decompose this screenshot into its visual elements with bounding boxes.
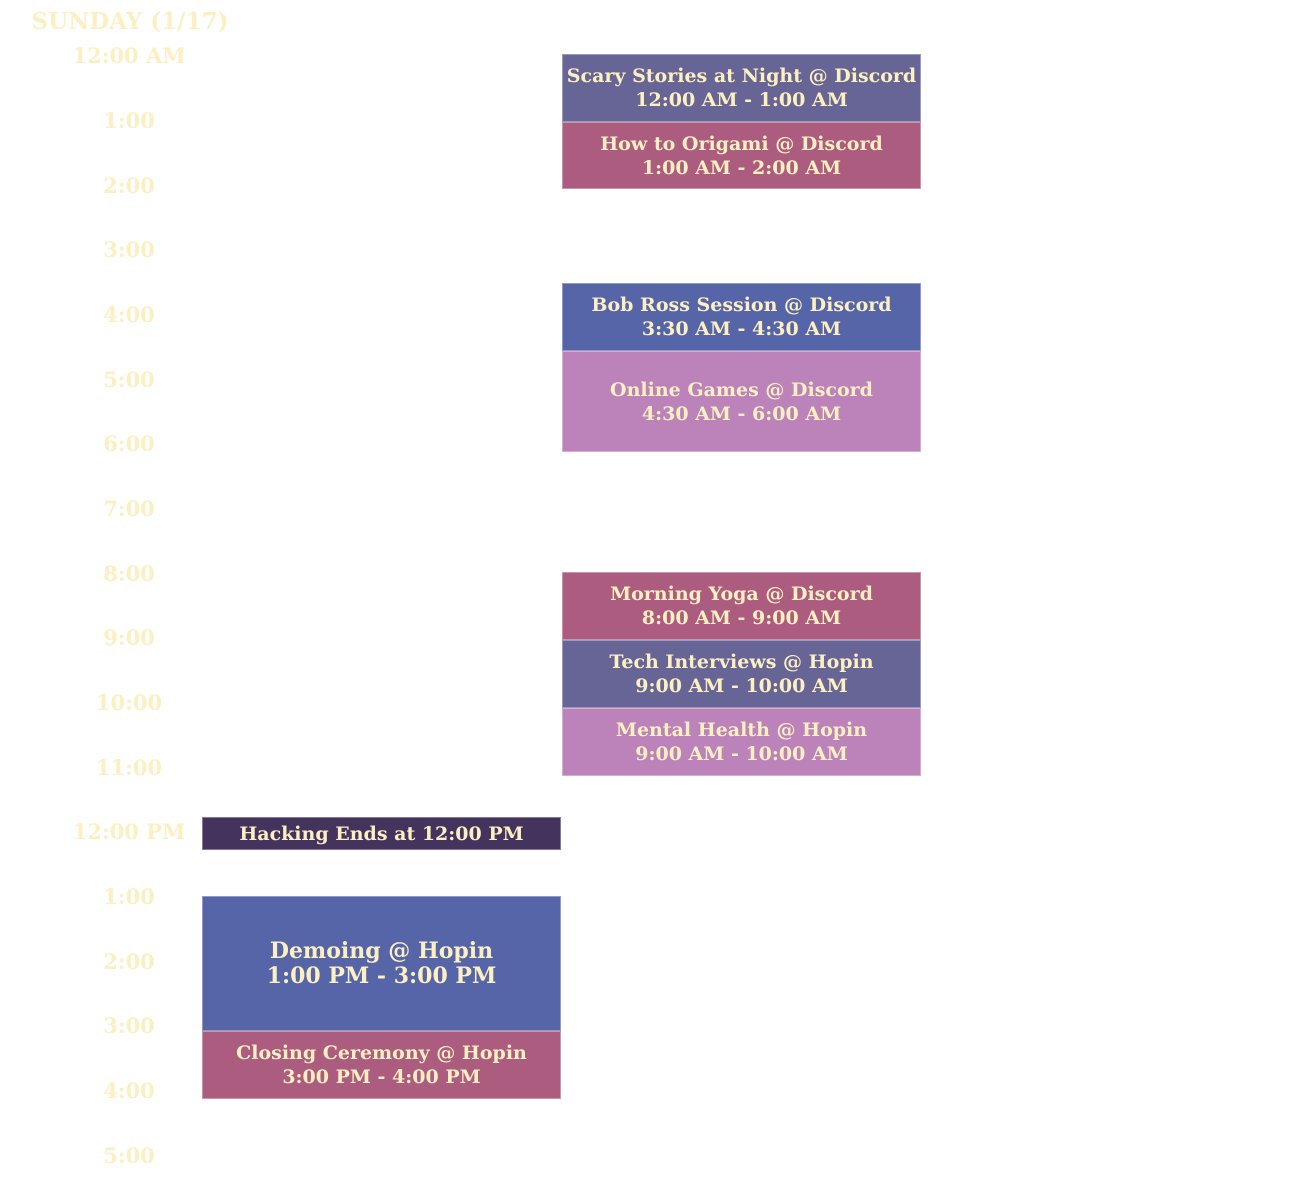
time-label: 4:00 [103,1078,155,1103]
event-title: Hacking Ends at 12:00 PM [239,822,524,845]
event-title: Closing Ceremony @ Hopin [236,1042,527,1064]
time-label: 7:00 [103,496,155,521]
event-title: Morning Yoga @ Discord [610,583,873,605]
time-label: 1:00 [103,884,155,909]
event-scary-stories[interactable]: Scary Stories at Night @ Discord 12:00 A… [562,54,921,122]
time-label: 10:00 [95,690,163,715]
event-morning-yoga[interactable]: Morning Yoga @ Discord 8:00 AM - 9:00 AM [562,572,921,640]
event-tech-interviews[interactable]: Tech Interviews @ Hopin 9:00 AM - 10:00 … [562,640,921,708]
time-label: 6:00 [103,431,155,456]
event-time: 1:00 AM - 2:00 AM [641,156,842,179]
time-label: 2:00 [103,949,155,974]
time-label: 4:00 [103,302,155,327]
event-title: Demoing @ Hopin [269,937,494,964]
event-title: How to Origami @ Discord [600,132,883,155]
event-title: Mental Health @ Hopin [615,719,868,741]
time-label: 2:00 [103,173,155,198]
event-closing-ceremony[interactable]: Closing Ceremony @ Hopin 3:00 PM - 4:00 … [202,1031,561,1099]
time-label: 5:00 [103,367,155,392]
time-label: 3:00 [103,237,155,262]
time-label: 11:00 [95,755,163,780]
event-title: Scary Stories at Night @ Discord [566,65,917,87]
event-time: 1:00 PM - 3:00 PM [266,962,497,989]
event-time: 9:00 AM - 10:00 AM [635,675,848,697]
event-title: Online Games @ Discord [610,378,873,401]
event-origami[interactable]: How to Origami @ Discord 1:00 AM - 2:00 … [562,122,921,189]
event-bob-ross[interactable]: Bob Ross Session @ Discord 3:30 AM - 4:3… [562,283,921,351]
time-label: 12:00 PM [72,819,186,844]
time-label: 3:00 [103,1013,155,1038]
event-time: 12:00 AM - 1:00 AM [635,89,848,111]
time-label: 12:00 AM [72,43,186,68]
time-label: 1:00 [103,108,155,133]
event-mental-health[interactable]: Mental Health @ Hopin 9:00 AM - 10:00 AM [562,708,921,776]
event-demoing[interactable]: Demoing @ Hopin 1:00 PM - 3:00 PM [202,896,561,1031]
time-label: 5:00 [103,1143,155,1168]
event-title: Bob Ross Session @ Discord [591,294,892,316]
event-hacking-ends[interactable]: Hacking Ends at 12:00 PM [202,817,561,850]
day-title: SUNDAY (1/17) [31,8,229,35]
event-title: Tech Interviews @ Hopin [609,651,874,673]
event-time: 3:00 PM - 4:00 PM [282,1066,481,1088]
time-label: 9:00 [103,625,155,650]
time-label: 8:00 [103,561,155,586]
event-time: 9:00 AM - 10:00 AM [635,743,848,765]
event-time: 3:30 AM - 4:30 AM [641,318,842,340]
event-time: 8:00 AM - 9:00 AM [641,607,842,629]
event-time: 4:30 AM - 6:00 AM [641,402,842,425]
event-online-games[interactable]: Online Games @ Discord 4:30 AM - 6:00 AM [562,351,921,452]
